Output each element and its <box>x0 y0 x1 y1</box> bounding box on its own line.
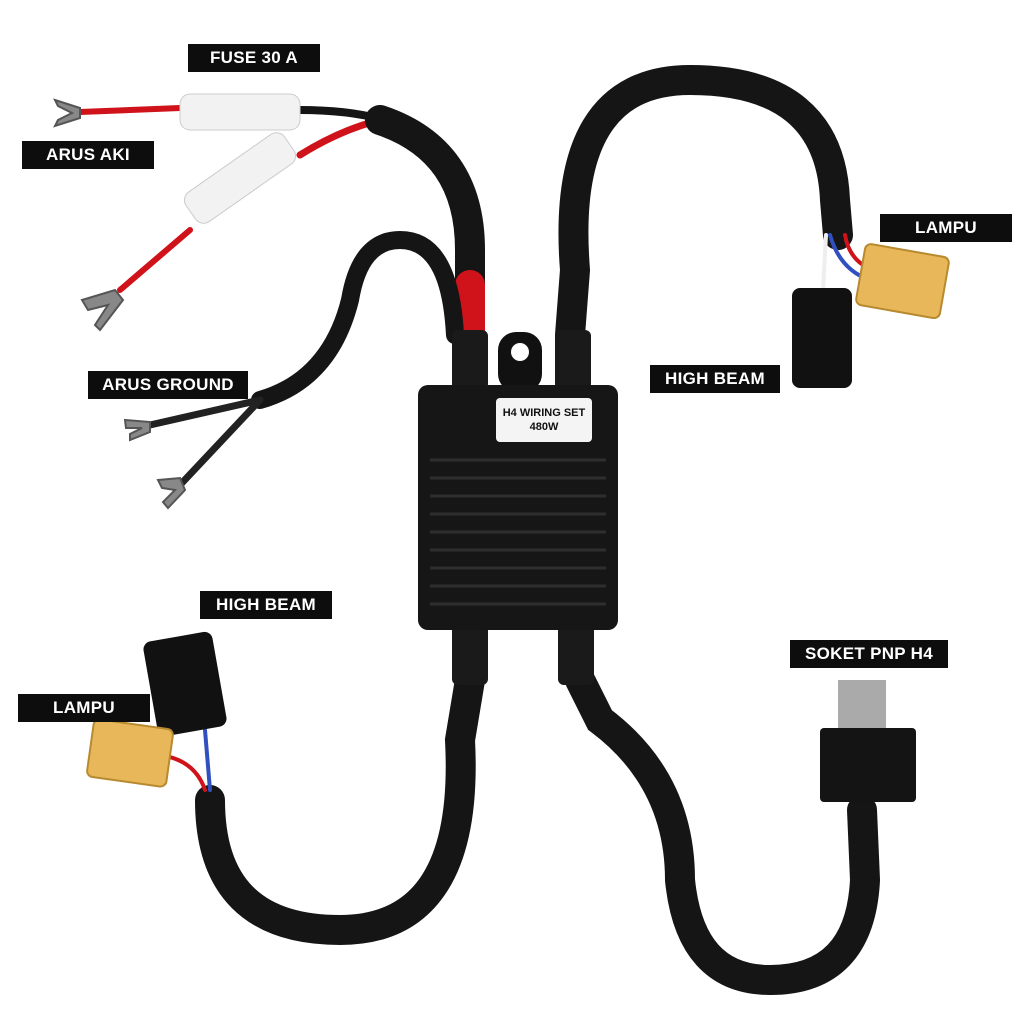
ground-wire-1 <box>146 396 264 429</box>
h4-socket <box>820 728 916 802</box>
module-label-line1: H4 WIRING SET <box>502 407 586 419</box>
battery-red-wire-bottom <box>117 227 193 293</box>
label-fuse: FUSE 30 A <box>188 44 320 72</box>
label-lampu-right: LAMPU <box>880 214 1012 242</box>
socket-cable <box>565 665 881 996</box>
module-label-line2: 480W <box>529 421 559 433</box>
h4-socket-pins <box>838 680 886 730</box>
module-label: H4 WIRING SET 480W <box>496 398 592 442</box>
left-output-cable <box>195 665 485 946</box>
fuse-holder-bottom <box>183 132 297 224</box>
fork-terminal-icon <box>80 288 125 332</box>
ground-cable <box>251 230 464 409</box>
label-high-beam-left: HIGH BEAM <box>200 591 332 619</box>
high-beam-connector-right <box>792 288 852 388</box>
module-strain-relief <box>555 330 591 390</box>
fuse-holder-top <box>179 93 301 131</box>
module-mount-tab <box>498 332 542 392</box>
lampu-connector-left <box>86 718 174 788</box>
label-arus-ground: ARUS GROUND <box>88 371 248 399</box>
label-soket-pnp-h4: SOKET PNP H4 <box>790 640 948 668</box>
lampu-connector-right <box>855 243 950 320</box>
fork-terminal-icon <box>123 418 151 442</box>
module-strain-relief <box>558 625 594 685</box>
left-blue-wire <box>203 728 212 792</box>
fork-terminal-icon <box>156 476 187 510</box>
battery-red-wire-top <box>77 105 183 115</box>
right-output-cable <box>555 64 853 350</box>
module-strain-relief <box>452 625 488 685</box>
label-lampu-left: LAMPU <box>18 694 150 722</box>
right-white-wire <box>821 233 828 292</box>
mount-hole <box>511 343 529 361</box>
high-beam-connector-left <box>143 631 227 737</box>
fork-terminal-icon <box>53 98 81 128</box>
label-high-beam-right: HIGH BEAM <box>650 365 780 393</box>
label-arus-aki: ARUS AKI <box>22 141 154 169</box>
main-power-cable <box>365 105 485 355</box>
module-strain-relief <box>452 330 488 390</box>
ground-wire-2 <box>176 396 264 489</box>
module-ribs <box>430 458 606 606</box>
